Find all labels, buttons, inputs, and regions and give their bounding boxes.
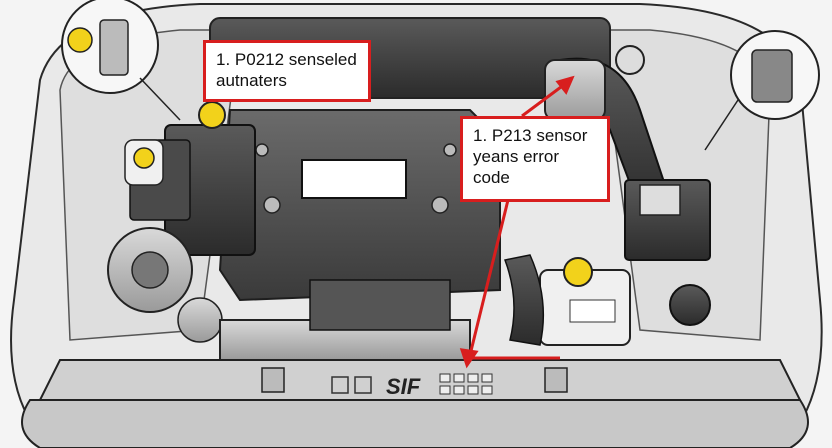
latch-bracket-right: [544, 367, 568, 393]
grid-button: [439, 385, 451, 395]
reservoir-label: [569, 299, 616, 323]
callout-2-line-2: yeans error: [473, 147, 559, 166]
air-filter-housing: [544, 59, 606, 121]
top-cap: [615, 45, 645, 75]
callout-box-right: 1. P213 sensor yeans error code: [460, 116, 610, 202]
bumper: [21, 399, 809, 448]
front-button-grid: [439, 373, 493, 395]
reservoir-cap: [563, 257, 593, 287]
radiator-hose: [503, 254, 545, 346]
grid-button: [467, 385, 479, 395]
grid-button: [453, 385, 465, 395]
callout-2-line-1: 1. P213 sensor: [473, 126, 588, 145]
callout-1-line-1: 1. P0212 senseled: [216, 50, 357, 69]
grid-button: [467, 373, 479, 383]
callout-2-line-3: code: [473, 168, 510, 187]
arrowhead: [555, 75, 575, 95]
lower-manifold: [309, 279, 451, 331]
inset-yellow-cap: [67, 27, 93, 53]
battery-terminal-box: [639, 184, 681, 216]
callout-1-line-2: autnaters: [216, 71, 287, 90]
oil-cap: [198, 101, 226, 129]
front-vent-1: [331, 376, 349, 394]
inset-leader: [139, 77, 181, 121]
grid-button: [481, 373, 493, 383]
callout-arrows: [459, 75, 575, 369]
coolant-cap: [133, 147, 155, 169]
inset-leader: [704, 99, 739, 151]
grid-button: [439, 373, 451, 383]
inset-connector: [751, 49, 793, 103]
engine-cover-window: [301, 159, 407, 199]
cover-bolts: [255, 143, 457, 214]
pulley: [177, 297, 223, 343]
cover-bolt: [443, 143, 457, 157]
inset-top-right: [704, 30, 820, 151]
arrow-to-sensor-bottom: [468, 199, 510, 356]
washer-cap: [669, 284, 711, 326]
cover-bolt: [431, 196, 449, 214]
grid-button: [453, 373, 465, 383]
arrow-to-sensor-top: [521, 82, 566, 118]
front-vent-2: [354, 376, 372, 394]
front-badge: SIF: [386, 374, 421, 399]
inset-top-left: [61, 0, 181, 121]
cover-bolt: [255, 143, 269, 157]
callout-box-top: 1. P0212 senseled autnaters: [203, 40, 371, 102]
inset-sensor: [99, 19, 129, 76]
latch-bracket-left: [261, 367, 285, 393]
engine-cover: [218, 109, 501, 302]
grid-button: [481, 385, 493, 395]
cover-bolt: [263, 196, 281, 214]
alternator-hub: [131, 251, 169, 289]
